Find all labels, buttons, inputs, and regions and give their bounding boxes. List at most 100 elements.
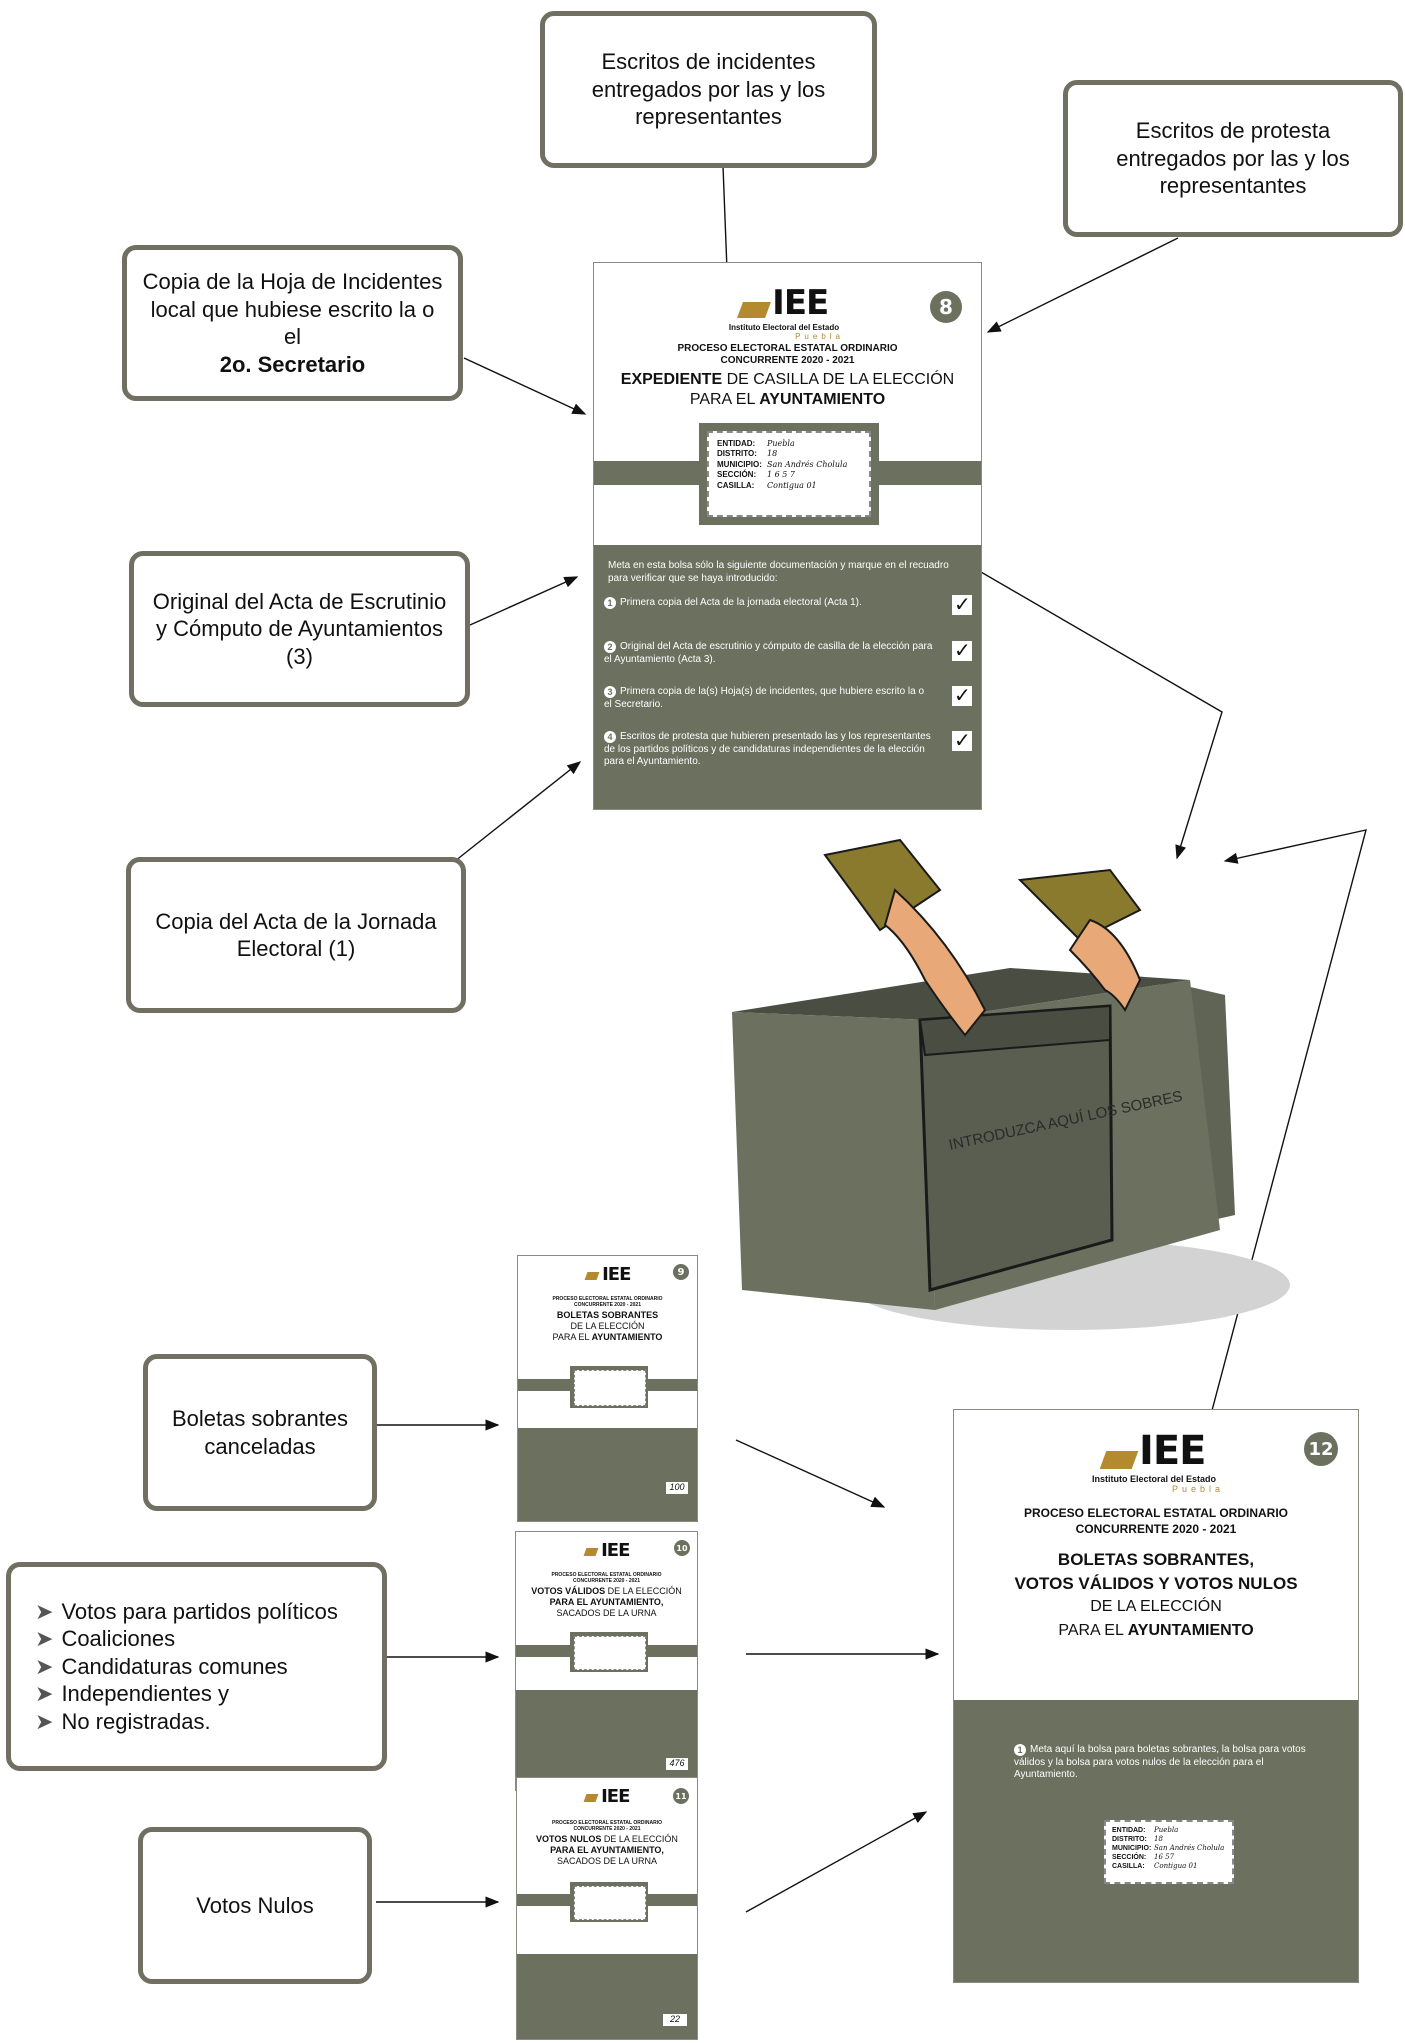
list-item: ➤Independientes y (35, 1681, 230, 1707)
arrow-env11-to-12 (745, 1811, 928, 1913)
process-text: PROCESO ELECTORAL ESTATAL ORDINARIO (551, 1820, 662, 1826)
logo-iee-text: IEE (1138, 1428, 1207, 1474)
list-item: ➤No registradas. (35, 1708, 211, 1734)
arrow-original-acta (469, 576, 579, 626)
envelope-title-line2: PARA EL AYUNTAMIENTO (689, 391, 886, 408)
process-text: PROCESO ELECTORAL ESTATAL ORDINARIO (1023, 1506, 1289, 1520)
list-item: ➤Votos para partidos políticos (35, 1598, 338, 1624)
callout-copia-hoja-bold: 2o. Secretario (219, 351, 366, 377)
envelope-number-badge: 10 (674, 1540, 690, 1556)
logo-institute-text: Instituto Electoral del Estado (1091, 1474, 1217, 1484)
checkbox-1[interactable]: ✓ (952, 594, 972, 616)
arrow-env9-to-12 (735, 1439, 886, 1508)
checkbox-4[interactable]: ✓ (952, 730, 972, 752)
callout-escritos-protesta: Escritos de protesta entregados por las … (1063, 80, 1403, 237)
logo-hat-icon (583, 1793, 599, 1802)
iee-logo: IEE Instituto Electoral del Estado Puebl… (1084, 1428, 1224, 1494)
right-sleeve (1017, 868, 1142, 942)
right-hand (1068, 918, 1142, 1012)
callout-original-acta-text: Original del Acta de Escrutinio y Cómput… (152, 588, 447, 669)
concurrent-text: CONCURRENTE 2020 - 2021 (574, 1302, 641, 1308)
callout-votos-partidos: ➤Votos para partidos políticos ➤Coalicio… (6, 1562, 387, 1771)
logo-iee-text: IEE (602, 1264, 631, 1285)
count-box: 476 (666, 1758, 688, 1770)
arrow-bullet-icon: ➤ (35, 1598, 54, 1624)
logo-state-text: Puebla (795, 332, 844, 341)
callout-votos-nulos-text: Votos Nulos (196, 1892, 314, 1918)
location-label (574, 1636, 646, 1670)
logo-hat-icon (736, 301, 771, 318)
box-front (732, 1012, 935, 1310)
callout-copia-acta-text: Copia del Acta de la Jornada Electoral (… (155, 908, 437, 962)
callout-boletas-text: Boletas sobrantes canceladas (171, 1406, 349, 1459)
checkbox-2[interactable]: ✓ (952, 640, 972, 662)
instruction-panel: 22 (517, 1954, 697, 2039)
concurrent-text: CONCURRENTE 2020 - 2021 (573, 1826, 641, 1832)
callout-copia-acta-jornada: Copia del Acta de la Jornada Electoral (… (126, 857, 466, 1013)
callout-original-acta: Original del Acta de Escrutinio y Cómput… (129, 551, 470, 707)
title-line1: VOTOS NULOS DE LA ELECCIÓN (536, 1834, 678, 1844)
concurrent-text: CONCURRENTE 2020 - 2021 (1075, 1522, 1237, 1536)
concurrent-text: CONCURRENTE 2020 - 2021 (720, 355, 855, 366)
callout-escritos-protesta-text: Escritos de protesta entregados por las … (1116, 118, 1350, 199)
arrow-bullet-icon: ➤ (35, 1653, 54, 1679)
location-label: ENTIDAD:Puebla DISTRITO:18 MUNICIPIO:San… (707, 431, 871, 517)
envelope-10-votos-validos: IEE 10 PROCESO ELECTORAL ESTATAL ORDINAR… (515, 1531, 698, 1791)
checkbox-3[interactable]: ✓ (952, 685, 972, 707)
callout-votos-nulos: Votos Nulos (138, 1827, 372, 1984)
title-line3: SACADOS DE LA URNA (556, 1608, 657, 1618)
process-text: PROCESO ELECTORAL ESTATAL ORDINARIO (552, 1296, 663, 1302)
title-line2: DE LA ELECCIÓN (570, 1321, 645, 1331)
arrow-protesta (986, 237, 1179, 333)
left-hand (883, 888, 987, 1037)
ballot-box-illustration: INTRODUZCA AQUÍ LOS SOBRES (732, 838, 1290, 1330)
title-line4: PARA EL AYUNTAMIENTO (1058, 1622, 1254, 1639)
arrow-bullet-icon: ➤ (35, 1708, 54, 1734)
callout-boletas-sobrantes: Boletas sobrantes canceladas (143, 1354, 377, 1511)
title-line3: DE LA ELECCIÓN (1090, 1598, 1222, 1615)
title-line1: VOTOS VÁLIDOS DE LA ELECCIÓN (531, 1586, 682, 1596)
title-line3: SACADOS DE LA URNA (556, 1856, 658, 1866)
concurrent-text: CONCURRENTE 2020 - 2021 (573, 1578, 640, 1584)
logo-iee-text: IEE (601, 1540, 630, 1561)
callout-escritos-incidentes: Escritos de incidentes entregados por la… (540, 11, 877, 168)
logo-hat-icon (583, 1547, 599, 1556)
envelope-number-badge: 12 (1304, 1432, 1338, 1466)
votos-list: ➤Votos para partidos políticos ➤Coalicio… (35, 1598, 338, 1736)
envelope-12-paquete: IEE Instituto Electoral del Estado Puebl… (953, 1409, 1359, 1983)
logo-hat-icon (584, 1271, 600, 1280)
instruction-panel: 476 (516, 1690, 697, 1790)
envelope-number-badge: 9 (673, 1264, 689, 1280)
title-line2: PARA EL AYUNTAMIENTO, (550, 1845, 664, 1855)
iee-logo: IEE (573, 1264, 643, 1285)
title-line2: VOTOS VÁLIDOS Y VOTOS NULOS (1014, 1574, 1298, 1593)
process-text: PROCESO ELECTORAL ESTATAL ORDINARIO (677, 343, 898, 354)
envelope-11-votos-nulos: IEE 11 PROCESO ELECTORAL ESTATAL ORDINAR… (516, 1777, 698, 2040)
title-line1: BOLETAS SOBRANTES, (1057, 1550, 1255, 1569)
envelope-number-badge: 8 (930, 291, 962, 323)
arrow-bullet-icon: ➤ (35, 1626, 54, 1652)
callout-copia-hoja-content: Copia de la Hoja de Incidentes local que… (141, 268, 444, 378)
instruction-text: Meta en esta bolsa sólo la siguiente doc… (608, 560, 949, 584)
title-line3: PARA EL AYUNTAMIENTO (552, 1332, 663, 1342)
process-text: PROCESO ELECTORAL ESTATAL ORDINARIO (551, 1572, 662, 1578)
callout-copia-hoja-incidentes: Copia de la Hoja de Incidentes local que… (122, 245, 463, 401)
arrow-copia-hoja (463, 357, 587, 415)
callout-copia-hoja-text: Copia de la Hoja de Incidentes local que… (142, 269, 443, 349)
callout-escritos-incidentes-text: Escritos de incidentes entregados por la… (591, 49, 826, 130)
instruction-panel: 100 (518, 1428, 697, 1521)
arrow-bullet-icon: ➤ (35, 1681, 54, 1707)
instruction-panel: Meta en esta bolsa sólo la siguiente doc… (594, 545, 981, 809)
iee-logo: IEE Instituto Electoral del Estado Puebl… (724, 283, 844, 341)
logo-iee-text: IEE (601, 1786, 630, 1807)
title-line2: PARA EL AYUNTAMIENTO, (549, 1597, 664, 1607)
logo-iee-text: IEE (772, 283, 829, 323)
iee-logo: IEE (572, 1786, 642, 1807)
logo-hat-icon (1099, 1450, 1138, 1469)
